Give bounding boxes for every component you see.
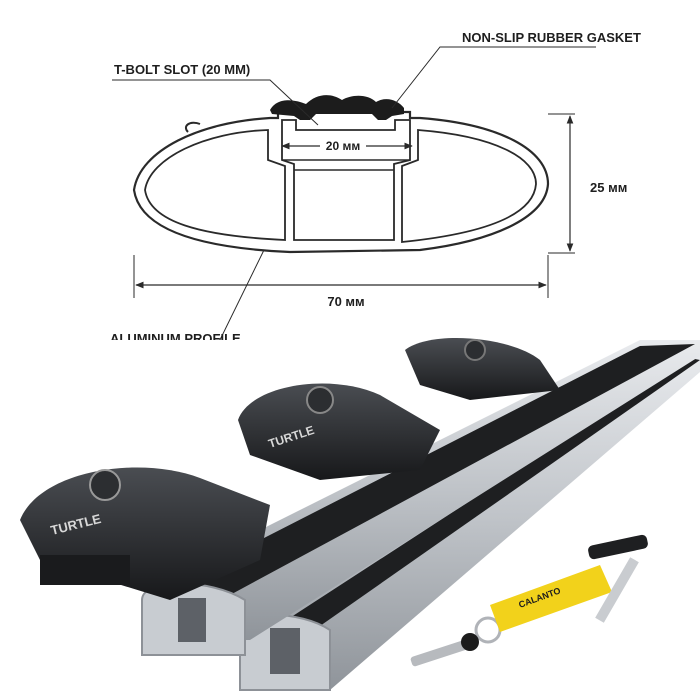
key-set — [410, 616, 502, 667]
product-photo: TURTLE TURTLE CALANTO — [20, 337, 700, 691]
gasket-label: NON-SLIP RUBBER GASKET — [462, 30, 641, 45]
mounting-foot-middle: TURTLE — [238, 383, 440, 480]
mounting-foot-front: TURTLE — [20, 467, 270, 600]
crossbar-rear — [239, 350, 700, 691]
profile-hook — [184, 121, 201, 133]
profile-leader-line — [219, 249, 265, 340]
rubber-gasket — [270, 95, 404, 120]
crossbar-front — [141, 340, 700, 656]
height-label: 25 мм — [590, 180, 627, 195]
profile-cross-section-diagram: 20 мм 25 мм 70 мм T-BOLT SLOT (20 MM) NO… — [110, 30, 641, 340]
right-chamber-outline — [401, 129, 537, 243]
left-chamber-outline — [144, 129, 286, 241]
tbolt-leader-line — [112, 79, 319, 126]
width-label: 70 мм — [327, 294, 364, 309]
slot-width-label: 20 мм — [326, 139, 361, 153]
mounting-foot-back — [405, 337, 560, 400]
outer-profile-outline — [132, 110, 550, 254]
key-tag: CALANTO — [490, 565, 612, 632]
gasket-leader-line — [391, 46, 596, 109]
aluminum-profile-label: ALUMINUM PROFILE — [110, 331, 241, 340]
tbolt-slot-label: T-BOLT SLOT (20 MM) — [114, 62, 250, 77]
tool-wrench — [588, 534, 648, 623]
